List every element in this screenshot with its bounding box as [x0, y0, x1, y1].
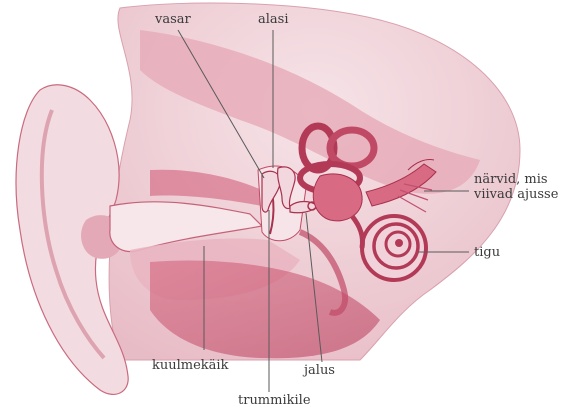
vestibule — [313, 174, 362, 221]
label-malleus: vasar — [155, 12, 191, 27]
label-eardrum: trummikile — [238, 393, 311, 408]
label-cochlea: tigu — [474, 245, 500, 260]
label-nerves: närvid, mis viivad ajusse — [474, 172, 562, 202]
label-incus: alasi — [258, 12, 289, 27]
label-stapes: jalus — [304, 363, 335, 378]
label-ear-canal: kuulmekäik — [152, 358, 228, 373]
